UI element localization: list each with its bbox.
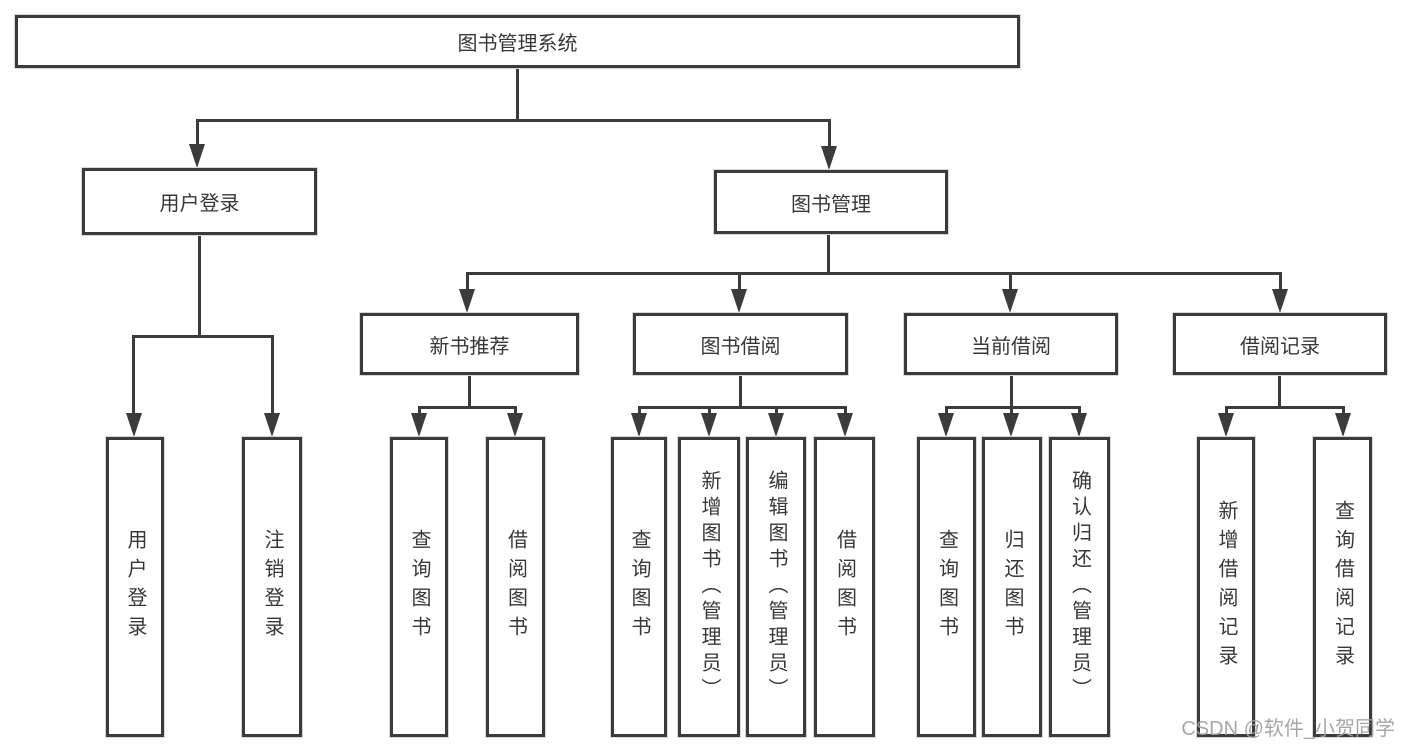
arrow-down-icon — [189, 144, 205, 168]
node-label: 查询图书 — [628, 529, 650, 645]
leaf-newbook-borrow: 借阅图书 — [486, 437, 545, 737]
arrow-down-icon — [507, 413, 523, 437]
node-label: 新增借阅记录 — [1215, 500, 1237, 674]
connector-line — [132, 335, 135, 417]
connector-line — [1078, 406, 1081, 416]
node-label: 查询图书 — [935, 529, 958, 645]
node-root: 图书管理系统 — [15, 15, 1020, 68]
node-label: 归还图书 — [1001, 529, 1023, 645]
leaf-record-query: 查询借阅记录 — [1313, 437, 1372, 737]
connector-line — [418, 406, 421, 416]
node-label: 编辑图书（管理员） — [765, 470, 787, 704]
arrow-down-icon — [1003, 413, 1019, 437]
arrow-down-icon — [1272, 289, 1288, 313]
leaf-borrow-query: 查询图书 — [611, 437, 667, 737]
node-label: 查询图书 — [408, 529, 430, 645]
arrow-down-icon — [938, 413, 954, 437]
connector-line — [775, 406, 778, 416]
node-label: 借阅图书 — [833, 529, 856, 645]
node-book-borrow: 图书借阅 — [633, 313, 848, 375]
connector-line — [418, 406, 517, 409]
arrow-down-icon — [1071, 413, 1087, 437]
arrow-down-icon — [126, 413, 142, 437]
node-user-login: 用户登录 — [82, 168, 317, 235]
connector-line — [638, 406, 641, 416]
leaf-borrow-add: 新增图书（管理员） — [678, 437, 740, 737]
node-label: 图书管理 — [791, 193, 871, 216]
node-label: 图书借阅 — [700, 335, 781, 358]
node-label: 新增图书（管理员） — [698, 470, 720, 704]
connector-line — [844, 406, 847, 416]
arrow-down-icon — [459, 289, 475, 313]
connector-line — [708, 406, 711, 416]
csdn-watermark: CSDN @软件_小贺同学 — [1181, 718, 1395, 740]
leaf-newbook-query: 查询图书 — [390, 437, 448, 737]
connector-line — [828, 119, 831, 149]
arrow-down-icon — [1335, 413, 1351, 437]
connector-line — [738, 272, 741, 293]
arrow-down-icon — [731, 289, 747, 313]
node-label: 借阅记录 — [1240, 335, 1320, 358]
node-label: 新书推荐 — [429, 335, 510, 358]
connector-line — [516, 68, 519, 120]
arrow-down-icon — [768, 413, 784, 437]
leaf-borrow-edit: 编辑图书（管理员） — [746, 437, 806, 737]
node-label: 注销登录 — [261, 529, 283, 645]
connector-line — [1342, 406, 1345, 416]
leaf-current-query: 查询图书 — [917, 437, 976, 737]
connector-line — [1010, 406, 1013, 416]
leaf-record-add: 新增借阅记录 — [1197, 437, 1255, 737]
leaf-current-confirm: 确认归还（管理员） — [1049, 437, 1110, 737]
connector-line — [514, 406, 517, 416]
connector-line — [1010, 375, 1013, 408]
arrow-down-icon — [821, 146, 837, 170]
connector-line — [271, 335, 274, 417]
connector-line — [1009, 272, 1012, 293]
connector-line — [945, 406, 1081, 409]
connector-line — [1225, 406, 1345, 409]
connector-line — [468, 375, 471, 408]
arrow-down-icon — [701, 413, 717, 437]
connector-line — [466, 272, 469, 293]
connector-line — [466, 272, 1282, 275]
arrow-down-icon — [631, 413, 647, 437]
connector-line — [1225, 406, 1228, 416]
connector-line — [945, 406, 948, 416]
connector-line — [196, 119, 199, 147]
connector-line — [638, 406, 847, 409]
connector-line — [827, 234, 830, 275]
arrow-down-icon — [1218, 413, 1234, 437]
connector-line — [739, 375, 742, 408]
arrow-down-icon — [837, 413, 853, 437]
arrow-down-icon — [264, 413, 280, 437]
arrow-down-icon — [411, 413, 427, 437]
node-label: 用户登录 — [124, 529, 146, 645]
node-label: 借阅图书 — [504, 529, 527, 645]
node-label: 用户登录 — [159, 193, 240, 215]
node-borrow-record: 借阅记录 — [1173, 313, 1387, 375]
connector-line — [1278, 375, 1281, 408]
node-label: 确认归还（管理员） — [1068, 470, 1091, 704]
leaf-borrow-borrow: 借阅图书 — [814, 437, 875, 737]
connector-line — [196, 119, 830, 122]
leaf-current-return: 归还图书 — [982, 437, 1042, 737]
connector-line — [198, 235, 201, 337]
node-new-book: 新书推荐 — [360, 313, 579, 375]
leaf-logout: 注销登录 — [242, 437, 302, 737]
node-book-mgmt: 图书管理 — [714, 170, 948, 234]
node-label: 当前借阅 — [971, 335, 1051, 358]
connector-line — [1279, 272, 1282, 293]
node-label: 查询借阅记录 — [1331, 500, 1354, 674]
arrow-down-icon — [1002, 289, 1018, 313]
node-label: 图书管理系统 — [457, 33, 578, 55]
leaf-user-login: 用户登录 — [106, 437, 164, 737]
node-current-borrow: 当前借阅 — [904, 313, 1118, 375]
connector-line — [132, 335, 274, 338]
